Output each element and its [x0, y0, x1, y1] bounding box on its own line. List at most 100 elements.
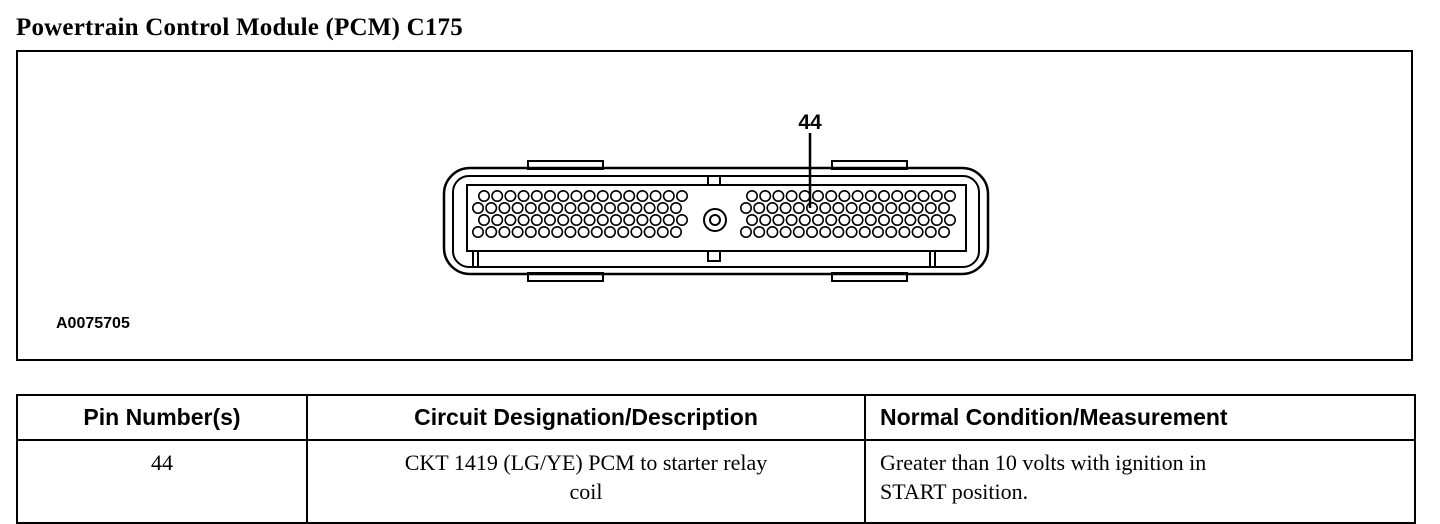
header-condition: Normal Condition/Measurement	[864, 394, 1416, 441]
latch-tab-bottom-left	[527, 272, 604, 282]
pin-cavity	[911, 226, 924, 239]
pin-cavity	[904, 190, 917, 203]
pin-cavity	[662, 214, 675, 227]
connector-figure: 44 A0075705	[16, 50, 1413, 361]
pin-cavity	[583, 190, 596, 203]
circuit-line-1: CKT 1419 (LG/YE) PCM to starter relay	[404, 450, 768, 475]
pin-cavity	[898, 226, 911, 239]
pin-cavity	[485, 202, 498, 215]
pin-cavity	[656, 202, 669, 215]
latch-tab-top-left	[527, 160, 604, 170]
pin-cavity	[792, 226, 805, 239]
pin-cavity	[798, 214, 811, 227]
cell-circuit: CKT 1419 (LG/YE) PCM to starter relay co…	[306, 439, 866, 524]
pin-cavity	[937, 202, 950, 215]
pin-cavity	[623, 190, 636, 203]
pin-cavity	[517, 190, 530, 203]
pin-cavity	[805, 202, 818, 215]
pin-cavity	[551, 202, 564, 215]
pin-cavity	[491, 190, 504, 203]
pin-cavity	[825, 214, 838, 227]
pin-cavity	[485, 226, 498, 239]
pin-cavity	[911, 202, 924, 215]
pin-cavity	[596, 190, 609, 203]
pin-cavity	[898, 202, 911, 215]
callout-label-44: 44	[798, 111, 822, 134]
pin-cavity	[917, 214, 930, 227]
pin-cavity	[845, 202, 858, 215]
pin-cavity	[819, 202, 832, 215]
pin-cavity	[759, 214, 772, 227]
document-title: Powertrain Control Module (PCM) C175	[16, 14, 463, 41]
pin-cavity	[858, 226, 871, 239]
alignment-hole-inner	[709, 214, 721, 226]
pin-cavity	[517, 214, 530, 227]
pin-cavity	[477, 214, 490, 227]
condition-line-2: START position.	[880, 479, 1029, 504]
pin-cavity	[871, 226, 884, 239]
pin-cavity	[838, 214, 851, 227]
pin-cavity	[524, 202, 537, 215]
pin-cavity	[772, 190, 785, 203]
pin-cavity	[851, 214, 864, 227]
pin-cavity	[904, 214, 917, 227]
pin-cavity	[623, 214, 636, 227]
pin-cavity	[551, 226, 564, 239]
pin-cavity	[491, 214, 504, 227]
pin-cavity	[759, 190, 772, 203]
pin-cavity	[498, 226, 511, 239]
pin-cavity	[590, 226, 603, 239]
pin-cavity	[511, 226, 524, 239]
pin-cavity	[943, 190, 956, 203]
header-circuit: Circuit Designation/Description	[306, 394, 866, 441]
pin-cavity	[577, 226, 590, 239]
cell-pin-number: 44	[16, 439, 308, 524]
pin-cavity	[851, 190, 864, 203]
pin-cavity	[766, 226, 779, 239]
pin-cavity	[498, 202, 511, 215]
pin-cavity	[537, 202, 550, 215]
pin-cavity	[649, 190, 662, 203]
header-pin-number: Pin Number(s)	[16, 394, 308, 441]
pin-cavity	[617, 202, 630, 215]
pin-cavity	[917, 190, 930, 203]
pin-cavity	[564, 226, 577, 239]
pin-cavity	[669, 202, 682, 215]
pin-cavity	[669, 226, 682, 239]
latch-tab-bottom-right	[831, 272, 908, 282]
pin-cavity	[662, 190, 675, 203]
pin-cavity	[838, 190, 851, 203]
pin-cavity	[745, 190, 758, 203]
pin-cavity	[471, 202, 484, 215]
pin-cavity	[753, 226, 766, 239]
latch-tab-top-right	[831, 160, 908, 170]
pin-cavity	[832, 202, 845, 215]
pin-cavity	[819, 226, 832, 239]
key-top	[707, 175, 721, 186]
pin-cavity	[792, 202, 805, 215]
pin-cavity	[577, 202, 590, 215]
pin-cavity	[772, 214, 785, 227]
pin-cavity	[779, 202, 792, 215]
pin-cavity	[832, 226, 845, 239]
pin-cavity	[885, 202, 898, 215]
pin-cavity	[766, 202, 779, 215]
pin-cavity	[864, 214, 877, 227]
pin-cavity	[891, 190, 904, 203]
pin-cavity	[583, 214, 596, 227]
pin-cavity	[636, 214, 649, 227]
pin-cavity	[543, 214, 556, 227]
pin-cavity	[785, 190, 798, 203]
pin-cavity	[785, 214, 798, 227]
pin-cavity	[675, 190, 688, 203]
pin-cavity	[643, 226, 656, 239]
cell-condition: Greater than 10 volts with ignition in S…	[864, 439, 1416, 524]
pin-cavity	[779, 226, 792, 239]
pin-cavity	[630, 202, 643, 215]
pin-cavity	[825, 190, 838, 203]
pin-cavity	[564, 202, 577, 215]
pin-cavity	[471, 226, 484, 239]
pin-cavity	[524, 226, 537, 239]
connector-shell-outer	[442, 166, 990, 276]
pin-cavity	[739, 202, 752, 215]
